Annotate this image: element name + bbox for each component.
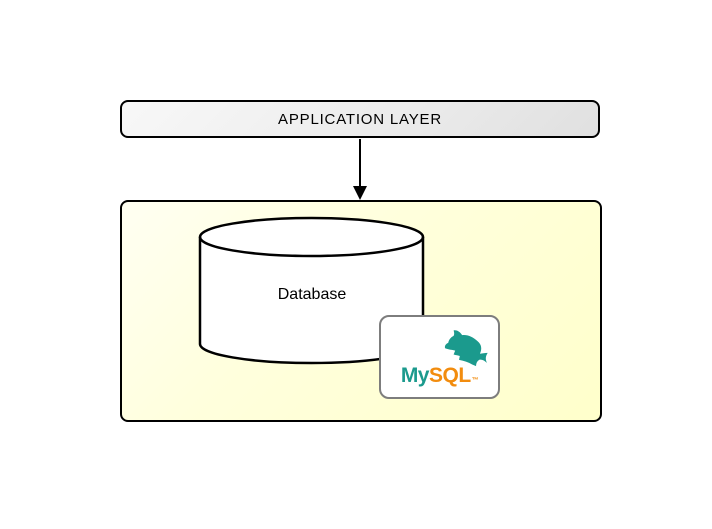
- mysql-trademark: ™: [471, 377, 479, 384]
- mysql-wordmark-sql: SQL: [429, 364, 471, 387]
- connector-arrow-shaft: [359, 139, 361, 187]
- mysql-wordmark-my: My: [400, 364, 430, 387]
- application-layer-box: APPLICATION LAYER: [120, 100, 600, 138]
- mysql-dolphin-icon: [444, 330, 488, 367]
- down-arrow-icon: [353, 186, 367, 200]
- mysql-wordmark: MySQL™: [381, 365, 498, 386]
- database-label: Database: [277, 286, 347, 303]
- application-layer-label: APPLICATION LAYER: [278, 110, 442, 128]
- mysql-logo-card: MySQL™: [379, 315, 500, 399]
